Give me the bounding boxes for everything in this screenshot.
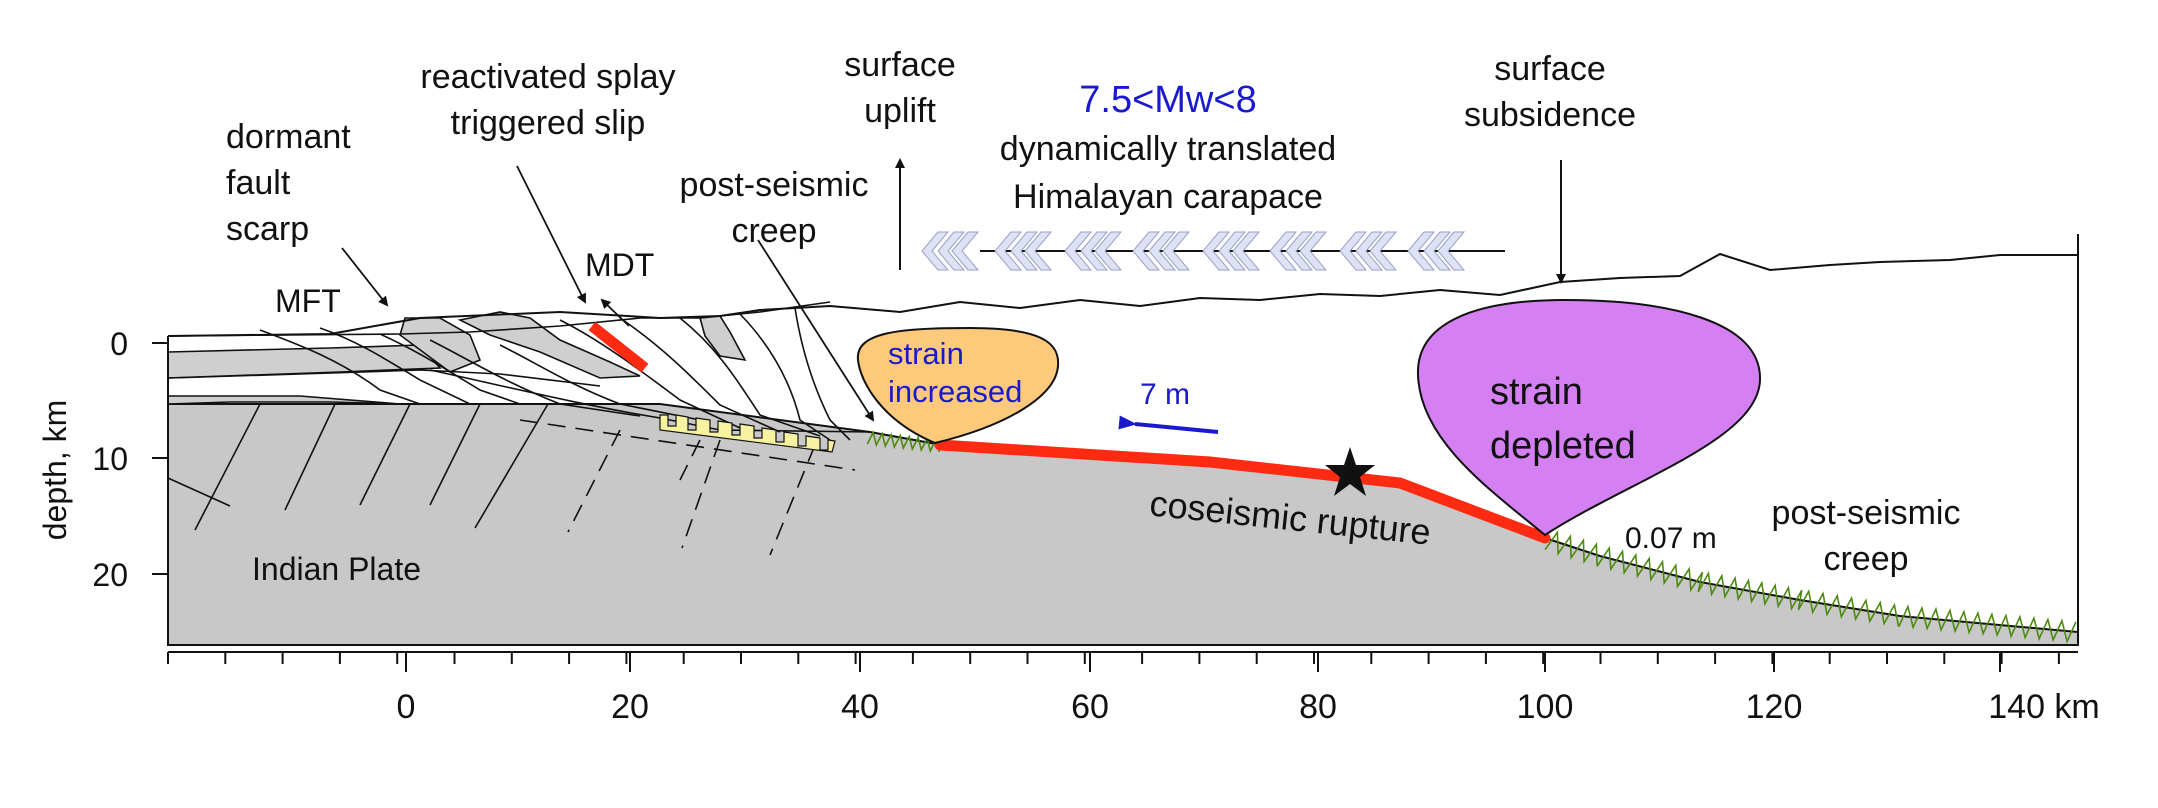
y-axis-ticks [152,342,168,575]
uplift-label-1: surface [844,46,956,84]
y-tick-20: 20 [92,557,128,593]
creep-upper-label-1: post-seismic [680,166,869,204]
chevron-left-icon [1369,231,1398,271]
locked-patch [659,414,836,453]
creep-zigzag-upper [866,430,941,454]
x-tick-0: 0 [397,688,416,726]
mdt-label: MDT [585,247,654,283]
creep-lower-label-2: creep [1823,540,1908,578]
x-tick-80: 80 [1299,688,1337,726]
strain-increased-label-2: increased [888,374,1022,409]
uplift-label-2: uplift [864,92,936,130]
chevron-left-icon [1355,231,1384,271]
chevron-left-icon [1299,231,1328,271]
thrust-sheets [168,311,747,405]
x-tick-100: 100 [1517,688,1574,726]
reactivated-splay-line [588,321,649,373]
x-tick-140: 140 km [1988,688,2100,726]
slip-arrow [1118,415,1219,434]
x-axis-ticks [167,652,2060,672]
strain-depleted-blob [1416,298,1762,537]
indian-plate-label: Indian Plate [252,551,421,587]
topography-line [167,252,2078,337]
creep-upper-label-2: creep [731,212,816,250]
mft-label: MFT [275,283,341,319]
coseismic-rupture-line [934,439,1551,544]
splay-arrow [516,165,586,304]
basement-faults [167,403,856,556]
carapace-label-1: dynamically translated [1000,130,1336,168]
chevron-left-icon [1080,231,1109,271]
chevron-left-icon [1269,231,1298,271]
chevron-left-icon [1132,231,1161,271]
chevron-left-icon [1010,231,1039,271]
chevron-left-icon [1339,231,1368,271]
chevron-left-icon [951,231,980,271]
splay-label-1: reactivated splay [420,58,675,96]
x-tick-60: 60 [1071,688,1109,726]
splay-label-2: triggered slip [451,104,646,142]
x-tick-20: 20 [611,688,649,726]
x-tick-40: 40 [841,688,879,726]
chevron-left-icon [937,231,966,271]
chevron-left-icon [1218,231,1247,271]
slip-postseismic-label: 0.07 m [1625,522,1717,555]
creep-upper-arrow [757,239,875,422]
chevron-left-icon [1285,231,1314,271]
magnitude-label: 7.5<Mw<8 [1079,79,1256,121]
x-tick-marks [167,652,2060,672]
chevron-left-icon [1148,231,1177,271]
section-frame [167,234,2079,645]
strain-increased-label-1: strain [888,336,964,371]
chevron-left-icon [1024,231,1053,271]
dormant-label-3: scarp [226,210,309,248]
chevron-left-icon [1437,231,1466,271]
strain-depleted-label-2: depleted [1490,425,1636,467]
subsidence-label-2: subsidence [1464,96,1636,134]
y-tick-10: 10 [92,441,128,477]
slip-coseismic-label: 7 m [1140,378,1190,411]
subsidence-label-1: surface [1494,50,1606,88]
chevron-left-icon [1094,231,1123,271]
creep-lower-label-1: post-seismic [1772,494,1961,532]
carapace-label-2: Himalayan carapace [1013,178,1323,216]
chevron-left-icon [1232,231,1261,271]
y-tick-0: 0 [110,326,128,362]
chevron-left-icon [921,231,950,271]
creep-zigzag-lower [1544,530,2077,644]
dormant-label-2: fault [226,164,291,202]
strain-depleted-label-1: strain [1490,371,1583,413]
chevron-left-icon [1407,231,1436,271]
scarp-arrow [341,247,389,307]
chevron-left-icon [994,231,1023,271]
y-axis-label: depth, km [37,400,73,541]
chevron-left-icon [1064,231,1093,271]
dormant-label-1: dormant [226,118,351,156]
mdt-arrow [600,298,630,327]
star-icon [1325,447,1375,496]
chevron-left-icon [1423,231,1452,271]
chevron-arrows [921,231,1466,271]
strain-increased-blob [856,326,1060,445]
chevron-left-icon [1162,231,1191,271]
x-tick-120: 120 [1746,688,1803,726]
chevron-left-icon [1202,231,1231,271]
